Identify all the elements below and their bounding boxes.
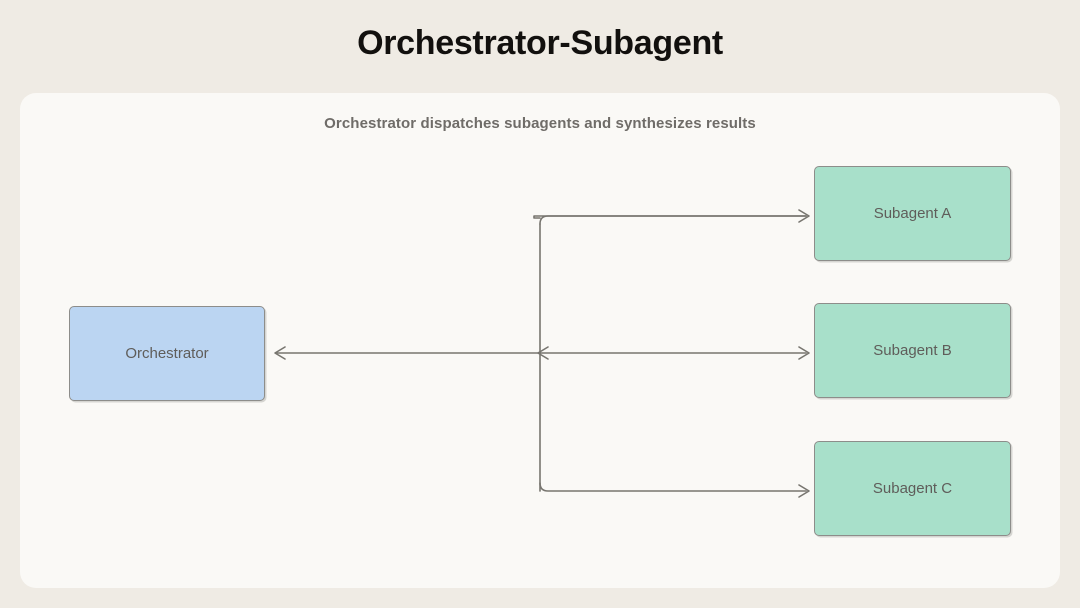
node-subagent-c-label: Subagent C xyxy=(872,480,953,497)
edge-layer xyxy=(274,209,810,498)
page-title: Orchestrator-Subagent xyxy=(357,24,723,62)
node-subagent-a-label: Subagent A xyxy=(873,205,952,222)
arrowhead-results-orchestrator xyxy=(274,346,286,360)
arrowhead-results-junction xyxy=(537,346,549,360)
diagram-subtitle: Orchestrator dispatches subagents and sy… xyxy=(324,115,756,132)
arrowhead-subagent-a xyxy=(798,209,810,223)
diagram-card: Orchestrator dispatches subagents and sy… xyxy=(20,93,1060,588)
edge-dispatch-c-corner xyxy=(539,482,807,492)
node-subagent-c[interactable]: Subagent C xyxy=(814,441,1011,536)
arrowhead-subagent-b xyxy=(798,346,810,360)
node-subagent-b[interactable]: Subagent B xyxy=(814,303,1011,398)
edge-dispatch-a-corner xyxy=(539,215,807,225)
arrowhead-subagent-c xyxy=(798,484,810,498)
node-subagent-a[interactable]: Subagent A xyxy=(814,166,1011,261)
node-subagent-b-label: Subagent B xyxy=(873,342,952,359)
node-orchestrator[interactable]: Orchestrator xyxy=(69,306,265,401)
node-orchestrator-label: Orchestrator xyxy=(125,345,209,362)
